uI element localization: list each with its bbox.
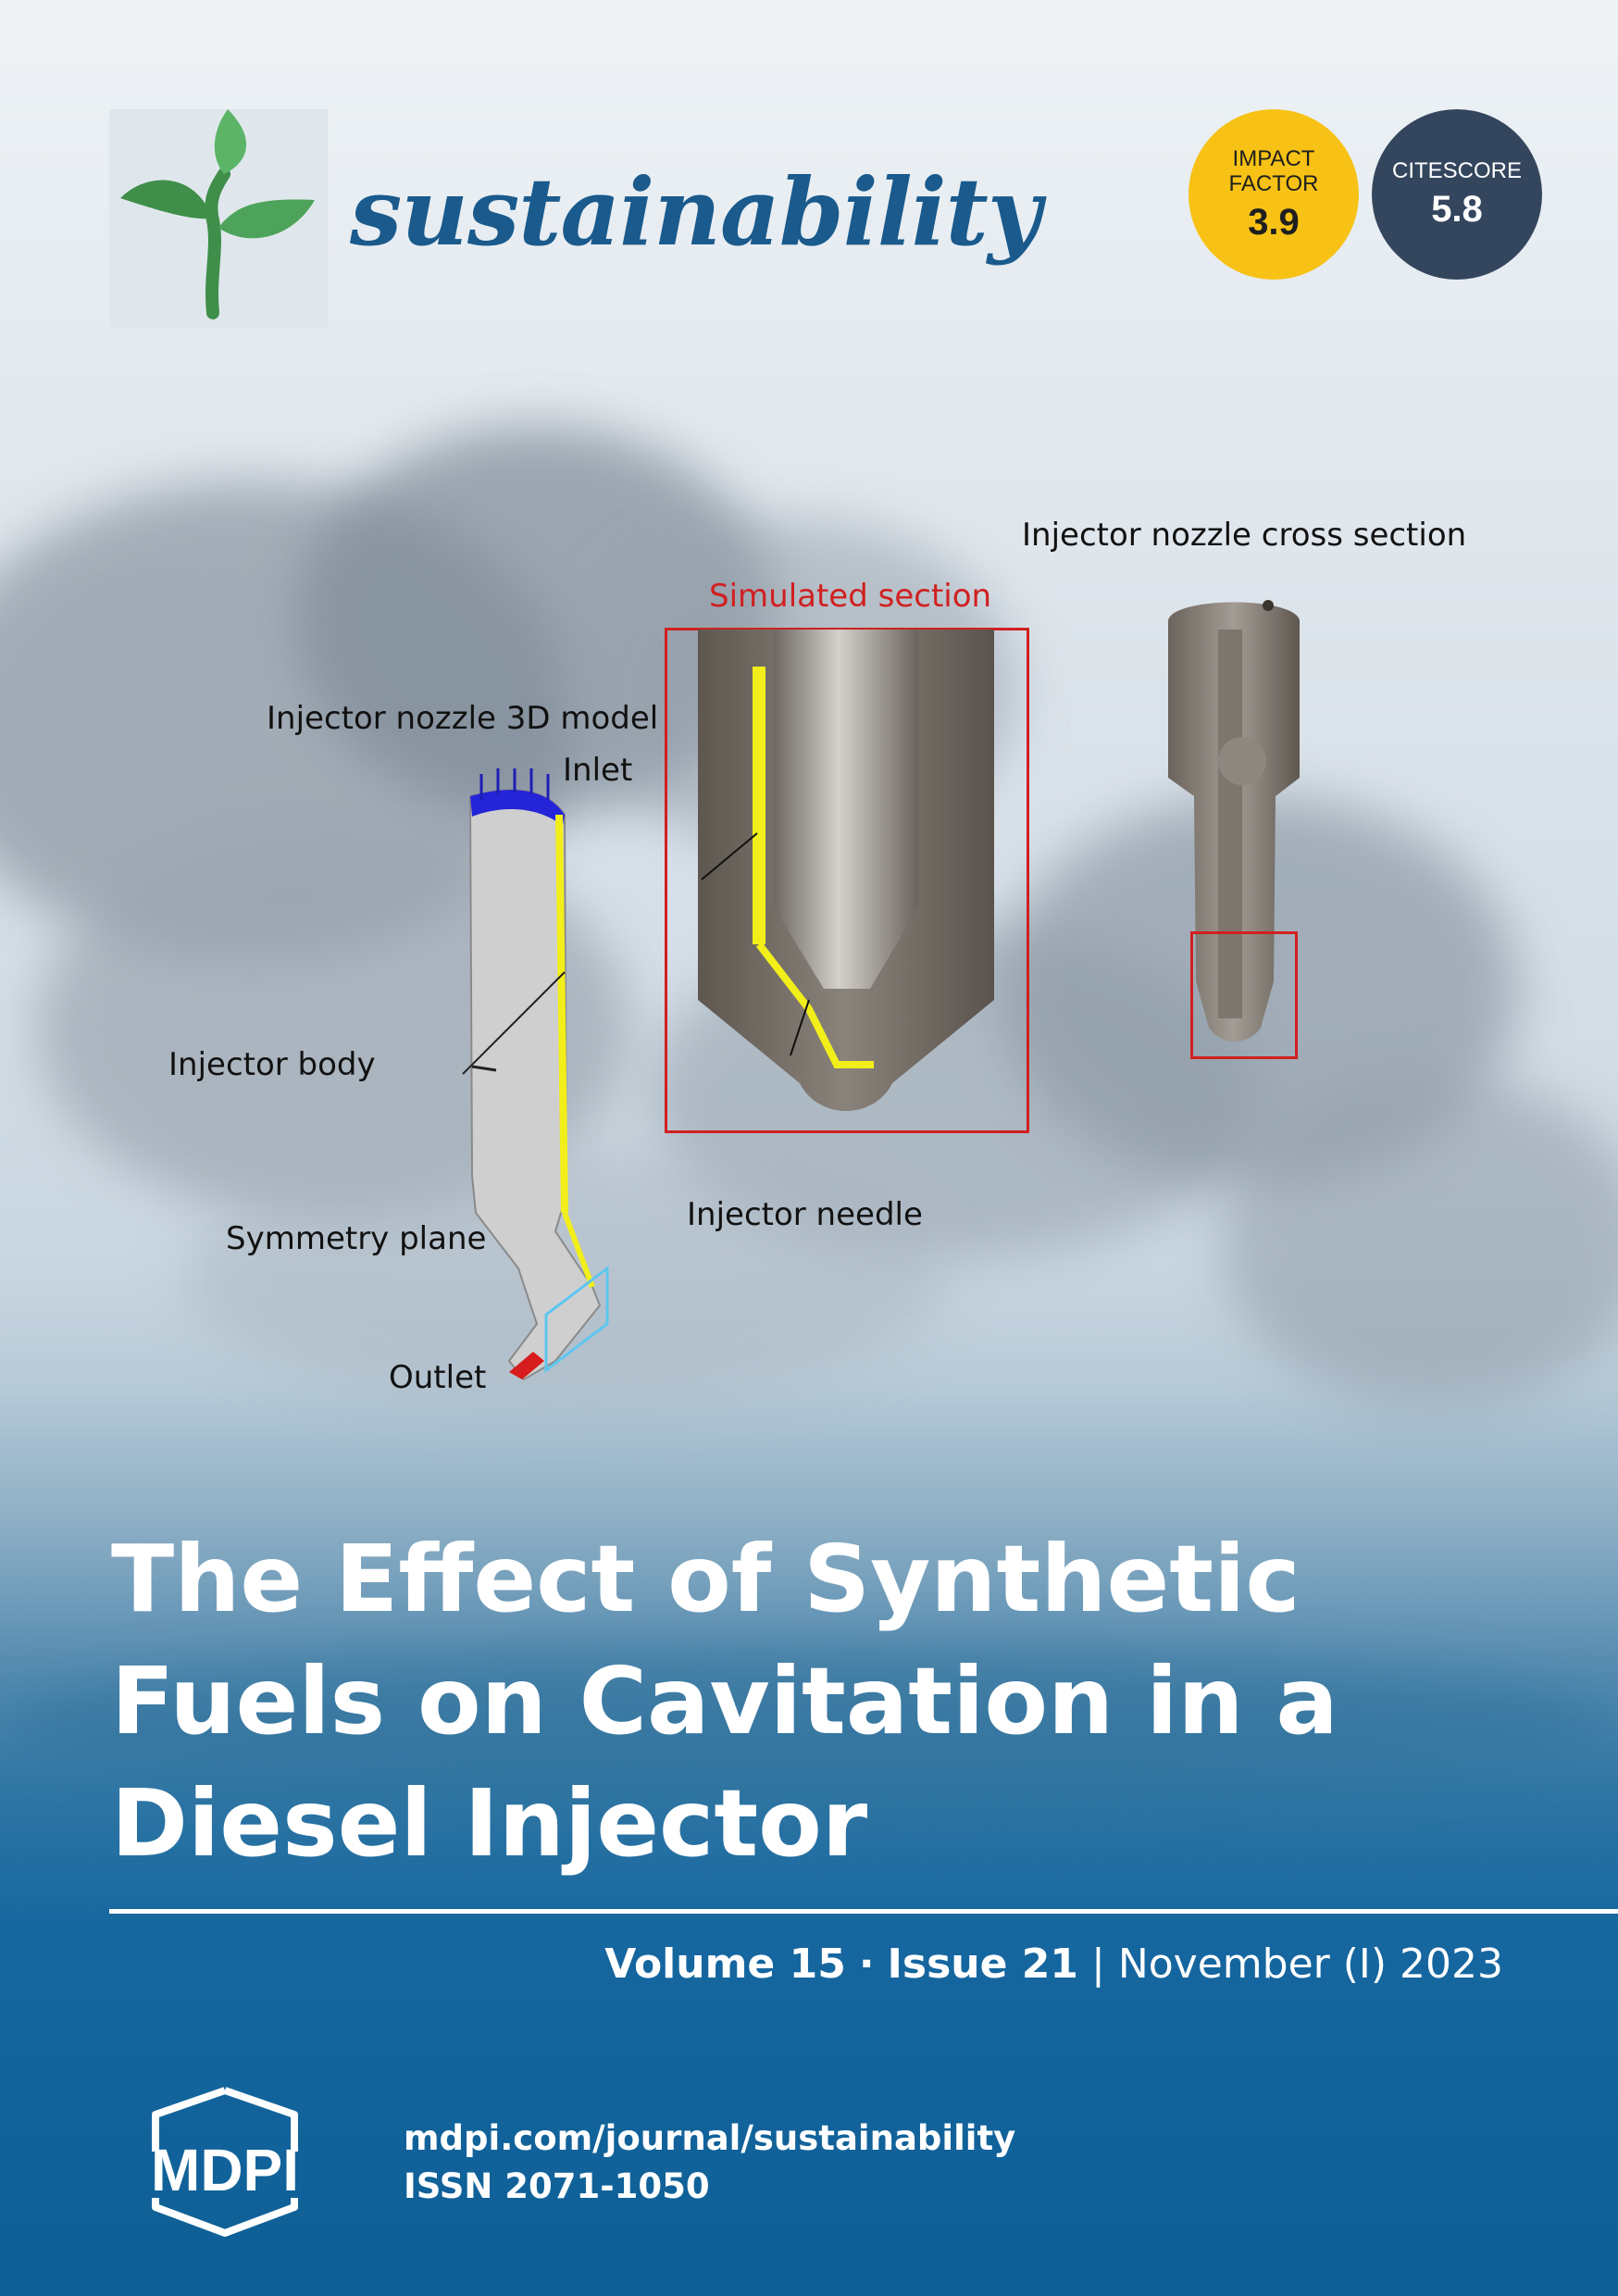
title-divider <box>109 1909 1618 1914</box>
title-line-3: Diesel Injector <box>111 1769 868 1878</box>
simulated-section-frame <box>665 628 1029 1133</box>
impact-factor-badge: IMPACT FACTOR 3.9 <box>1189 109 1359 280</box>
issue-date: November (I) 2023 <box>1117 1940 1503 1988</box>
citescore-badge: CITESCORE 5.8 <box>1372 109 1542 280</box>
impact-factor-label-2: FACTOR <box>1228 170 1319 196</box>
title-line-2: Fuels on Cavitation in a <box>111 1647 1338 1755</box>
issue-divider: | <box>1091 1940 1105 1988</box>
journal-logo <box>109 109 328 328</box>
article-title: The Effect of Synthetic Fuels on Cavitat… <box>111 1518 1555 1885</box>
volume: Volume 15 <box>604 1940 846 1988</box>
issue-info: Volume 15 · Issue 21 | November (I) 2023 <box>604 1940 1503 1988</box>
citescore-value: 5.8 <box>1431 189 1483 230</box>
mdpi-logo: MDPI <box>151 2087 299 2237</box>
citescore-label: CITESCORE <box>1391 158 1522 183</box>
impact-factor-label-1: IMPACT <box>1232 145 1315 171</box>
injector-3d-model-figure <box>462 768 609 1381</box>
journal-url[interactable]: mdpi.com/journal/sustainability <box>404 2118 1016 2158</box>
label-nozzle-cross-section: Injector nozzle cross section <box>1022 517 1467 554</box>
label-inlet: Inlet <box>563 752 633 789</box>
label-symmetry-plane: Symmetry plane <box>226 1220 487 1257</box>
label-simulated-section: Simulated section <box>709 578 992 615</box>
mdpi-logo-text: MDPI <box>151 2137 299 2203</box>
label-injector-body: Injector body <box>168 1046 376 1083</box>
zoom-region-frame <box>1190 931 1298 1059</box>
issue-separator: · <box>858 1940 875 1988</box>
impact-factor-value: 3.9 <box>1248 201 1300 243</box>
issue-number: Issue 21 <box>887 1940 1079 1988</box>
label-injector-needle: Injector needle <box>687 1196 923 1233</box>
issn: ISSN 2071-1050 <box>404 2166 710 2206</box>
journal-name: sustainability <box>350 157 1041 267</box>
label-outlet: Outlet <box>389 1359 487 1396</box>
title-line-1: The Effect of Synthetic <box>111 1525 1301 1633</box>
sprout-icon <box>120 109 315 319</box>
label-3d-model: Injector nozzle 3D model <box>267 700 659 737</box>
simulated-section-figure <box>698 630 994 1111</box>
